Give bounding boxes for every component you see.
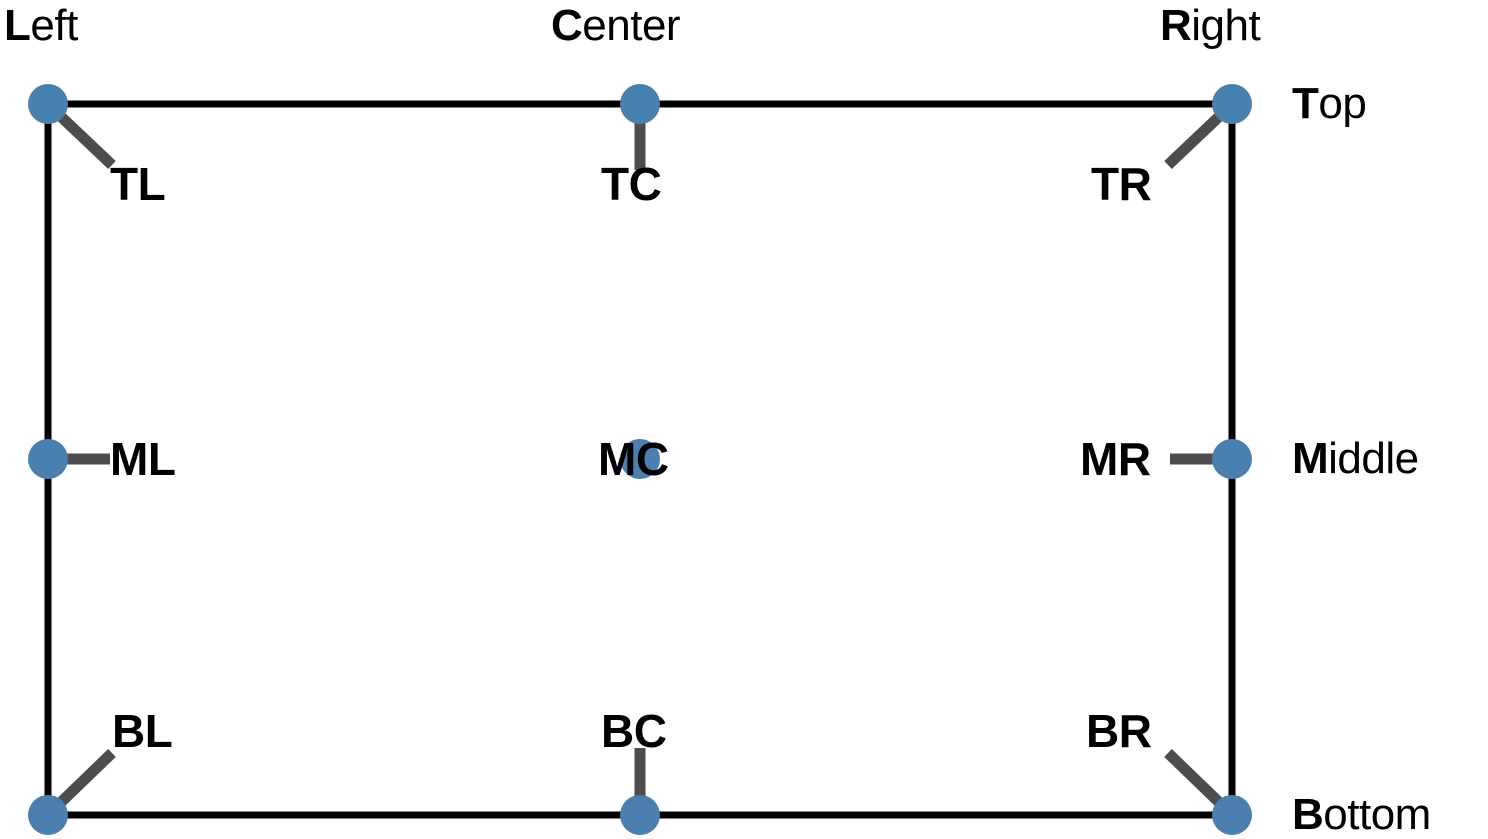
anchor-label-mr: MR xyxy=(1080,433,1151,485)
anchor-marker-mc xyxy=(620,439,660,479)
column-header-center: Center xyxy=(551,1,681,50)
anchor-marker-bc xyxy=(620,795,660,835)
row-header-top: Top xyxy=(1292,79,1367,128)
anchor-label-tr: TR xyxy=(1091,158,1152,210)
column-header-center-rest: enter xyxy=(582,1,681,50)
anchor-label-tc: TC xyxy=(601,158,662,210)
row-header-middle-lead: M xyxy=(1292,434,1329,483)
leader-line-br xyxy=(1164,749,1229,812)
row-header-top-rest: op xyxy=(1318,79,1367,128)
row-header-top-lead: T xyxy=(1292,79,1319,128)
row-header-bottom-rest: ottom xyxy=(1323,790,1431,839)
anchor-marker-bl xyxy=(28,795,68,835)
column-header-right: Right xyxy=(1160,1,1261,50)
row-header-bottom-lead: B xyxy=(1292,790,1324,839)
anchor-marker-mr xyxy=(1212,439,1252,479)
anchor-label-mc: MC xyxy=(598,433,669,485)
row-header-middle: Middle xyxy=(1292,437,1419,481)
anchor-label-tl: TL xyxy=(110,158,166,210)
leader-line-tr xyxy=(1164,107,1229,169)
anchor-markers xyxy=(28,84,1252,835)
anchor-marker-tc xyxy=(620,84,660,124)
leader-line-tl xyxy=(51,107,116,169)
anchor-marker-ml xyxy=(28,439,68,479)
column-header-center-lead: C xyxy=(551,1,583,50)
anchor-marker-br xyxy=(1212,795,1252,835)
column-header-left-rest: eft xyxy=(30,1,78,50)
column-header-left-lead: L xyxy=(4,1,31,50)
column-header-left: Left xyxy=(4,4,78,48)
column-header-right-rest: ight xyxy=(1191,1,1261,50)
anchor-label-br: BR xyxy=(1086,705,1152,757)
anchor-marker-tl xyxy=(28,84,68,124)
leader-line-bl xyxy=(51,749,116,812)
anchor-marker-tr xyxy=(1212,84,1252,124)
row-header-middle-rest: iddle xyxy=(1328,434,1419,483)
anchor-label-ml: ML xyxy=(110,433,176,485)
column-header-right-lead: R xyxy=(1160,1,1192,50)
row-header-bottom: Bottom xyxy=(1292,793,1431,837)
anchor-label-bl: BL xyxy=(112,705,173,757)
anchor-label-bc: BC xyxy=(601,705,667,757)
